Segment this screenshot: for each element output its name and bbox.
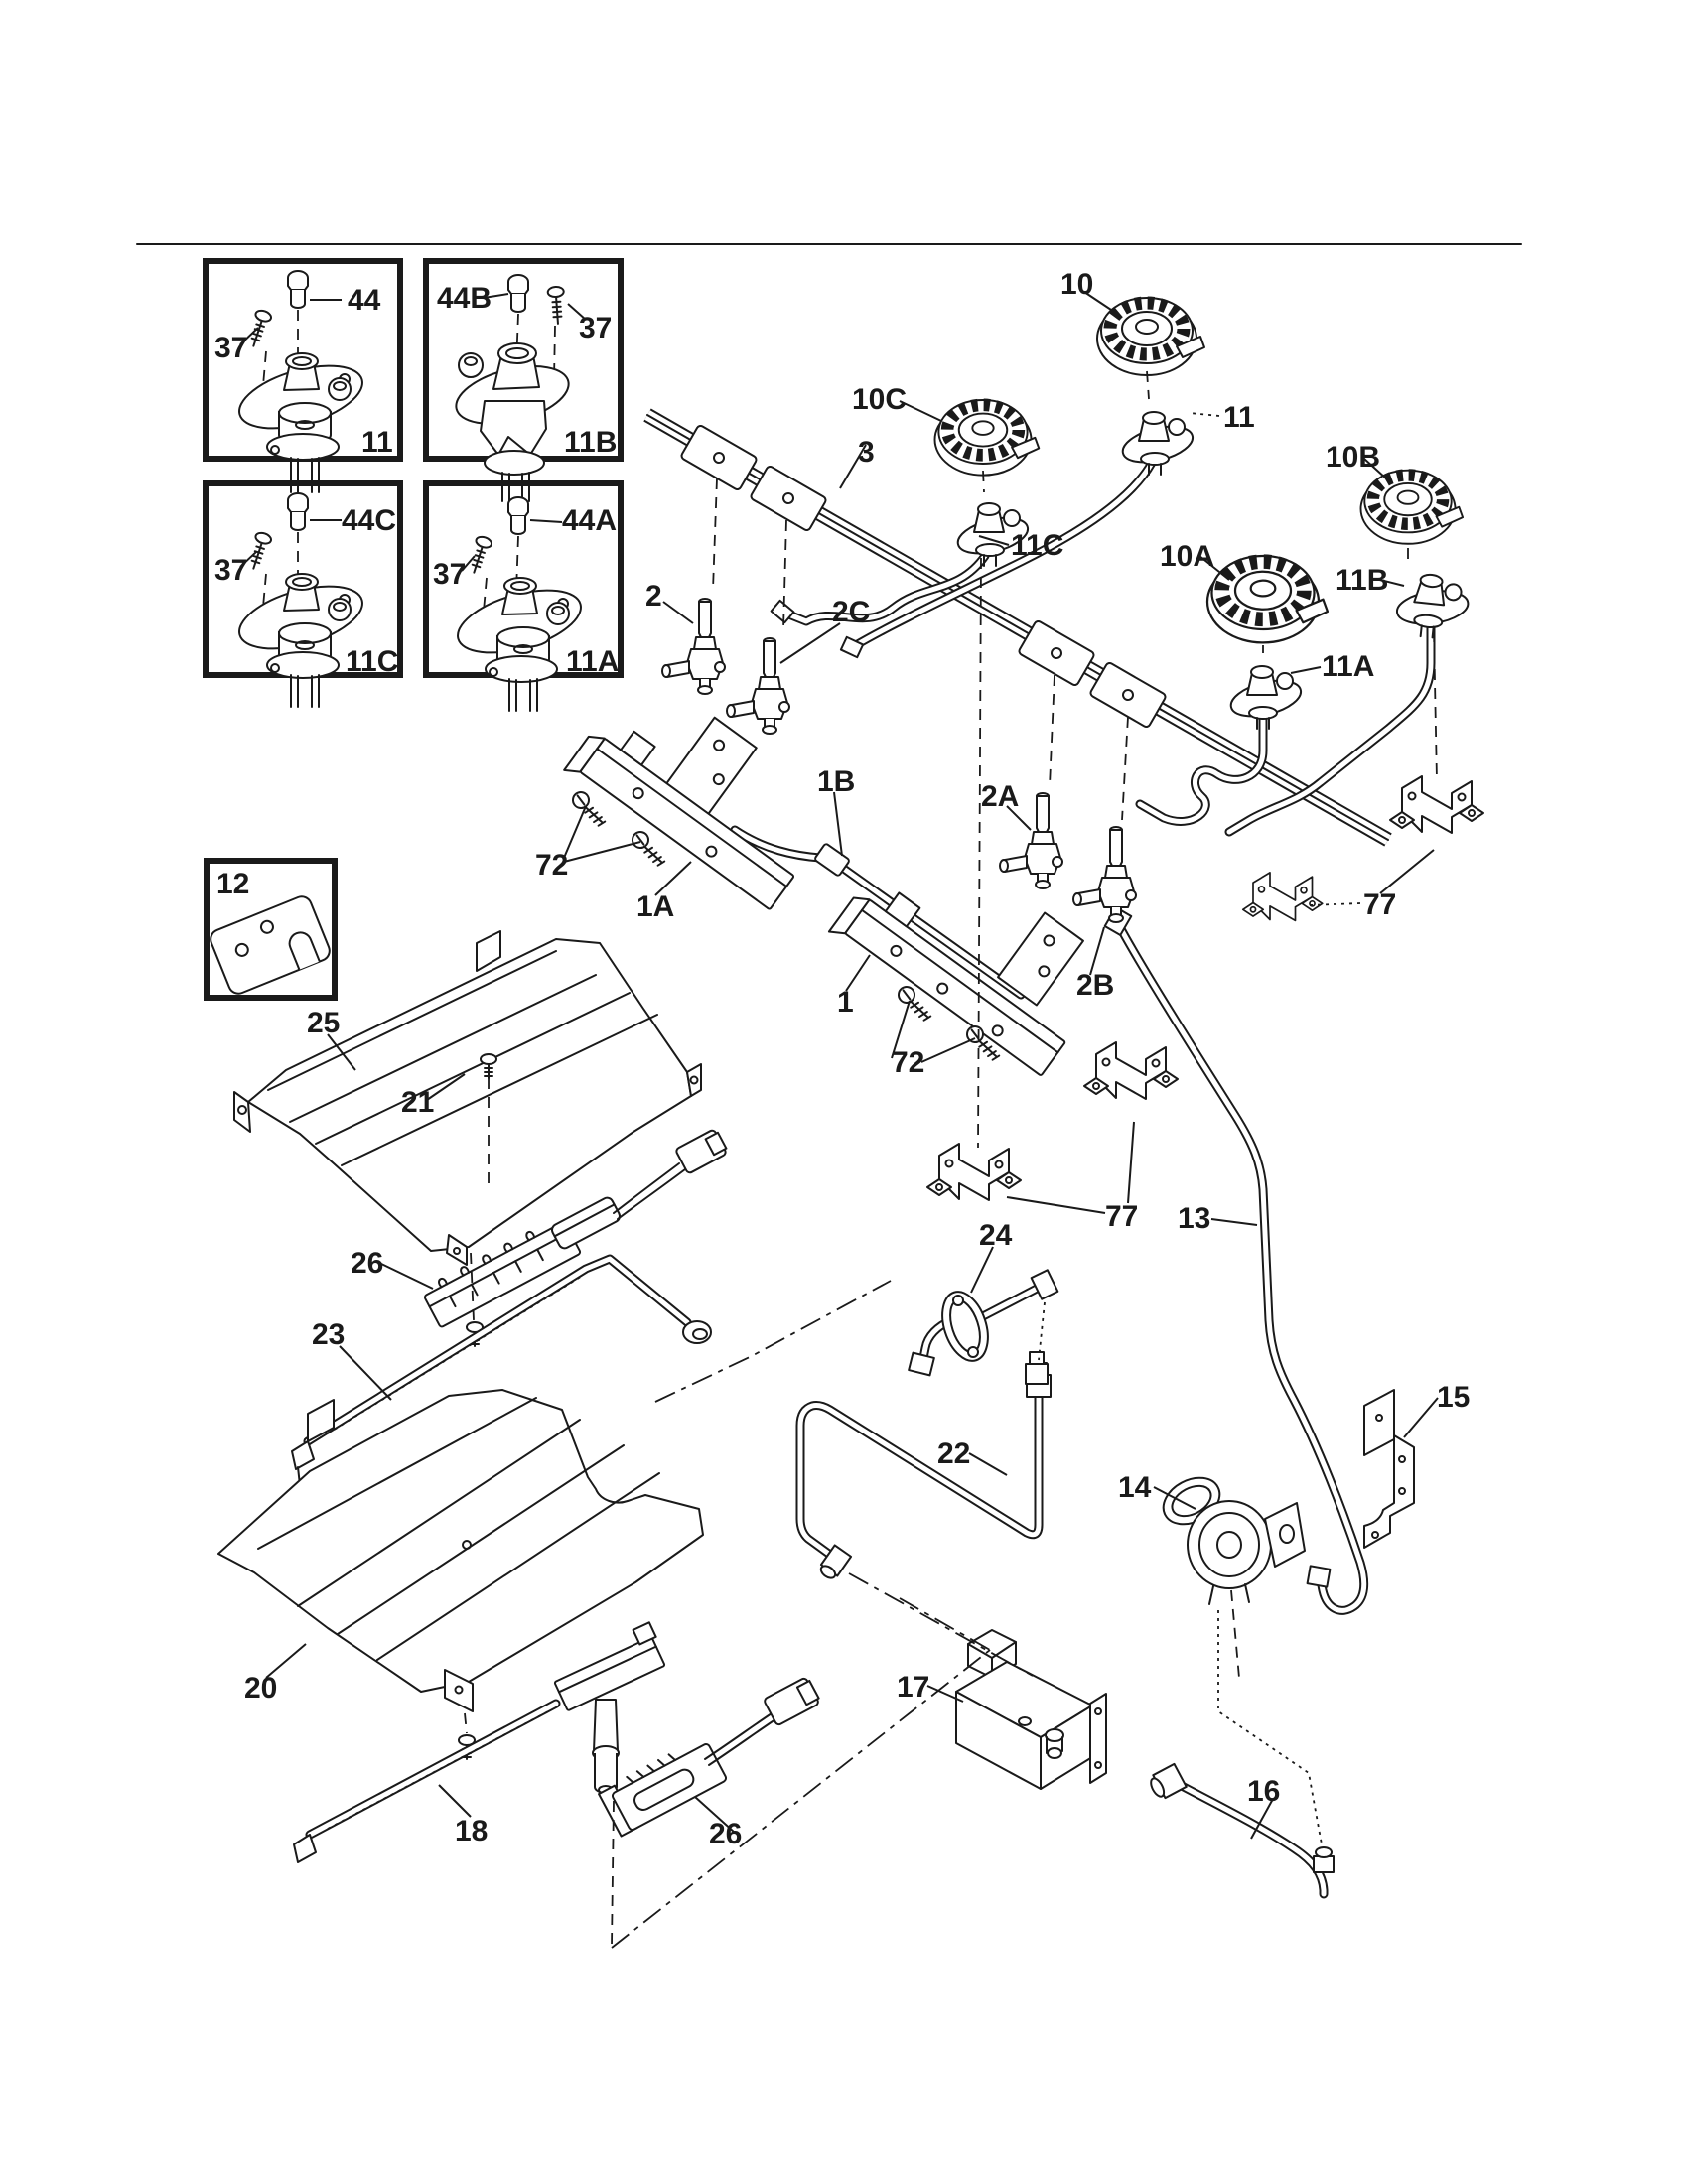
callout-1a: 1A xyxy=(636,890,674,923)
callout-72b: 72 xyxy=(892,1046,924,1079)
inset-11a-callout-37: 37 xyxy=(433,558,466,591)
tube-22 xyxy=(795,1362,1052,1579)
callout-1: 1 xyxy=(837,986,854,1019)
inset-box-11a xyxy=(423,480,624,712)
callout-25: 25 xyxy=(307,1007,340,1039)
callout-11b: 11B xyxy=(1336,564,1388,597)
manifold-1a xyxy=(563,716,795,910)
callout-10a: 10A xyxy=(1160,540,1214,573)
callout-2c: 2C xyxy=(832,596,870,628)
callout-77b: 77 xyxy=(1105,1200,1138,1233)
callout-13: 13 xyxy=(1178,1202,1210,1235)
igniter-switch-harness-26 xyxy=(423,1053,728,1347)
callout-16: 16 xyxy=(1247,1775,1280,1808)
orifice-holder-11a xyxy=(1226,665,1306,730)
shield-25 xyxy=(233,930,702,1266)
valve-2b xyxy=(1072,826,1137,923)
inset-11b-callout-44b: 44B xyxy=(437,282,492,315)
igniter-26-lower xyxy=(598,1677,820,1838)
tube-3-mounting-blocks xyxy=(680,425,1167,728)
burner-head-10c xyxy=(935,400,1040,476)
inset-11-callout-37: 37 xyxy=(214,332,247,364)
callout-11c: 11C xyxy=(1011,529,1063,562)
callout-2b: 2B xyxy=(1076,969,1114,1002)
inset-11a-callout-44a: 44A xyxy=(562,504,617,537)
inset-11-callout-44: 44 xyxy=(348,284,381,317)
callout-22: 22 xyxy=(937,1437,970,1470)
tube-16 xyxy=(1150,1762,1335,1899)
bracket-15 xyxy=(1363,1389,1415,1549)
callout-24: 24 xyxy=(979,1219,1013,1252)
orifice-holder-11b xyxy=(1389,570,1476,643)
callout-72a: 72 xyxy=(535,849,568,882)
callout-11: 11 xyxy=(1223,401,1255,434)
inset-11c-callout-37: 37 xyxy=(214,554,247,587)
inset-11c-label: 11C xyxy=(346,645,398,678)
callout-20: 20 xyxy=(244,1672,277,1705)
orifice-holder-11 xyxy=(1118,411,1197,476)
spark-module-17 xyxy=(955,1629,1107,1790)
inset-11c-callout-44c: 44C xyxy=(342,504,396,537)
callout-2a: 2A xyxy=(981,780,1019,813)
callout-15: 15 xyxy=(1437,1381,1470,1414)
burner-head-10 xyxy=(1097,298,1204,375)
projection-lines xyxy=(464,370,1438,1949)
callout-1b: 1B xyxy=(817,765,855,798)
callout-11a: 11A xyxy=(1322,650,1374,683)
inset-11-label: 11 xyxy=(361,426,393,459)
inset-11b-label: 11B xyxy=(564,426,617,459)
inset-box-11b xyxy=(423,258,624,502)
inset-12-label: 12 xyxy=(216,868,249,900)
elbow-24 xyxy=(908,1269,1059,1385)
callout-14: 14 xyxy=(1118,1471,1152,1504)
burner-tube-23 xyxy=(291,1254,712,1486)
burner-tube-18 xyxy=(293,1621,666,1863)
burner-head-10b xyxy=(1361,471,1464,544)
pressure-regulator-14 xyxy=(1162,1476,1306,1605)
inset-box-12 xyxy=(204,858,338,1001)
shield-20 xyxy=(217,1389,704,1760)
manifold-1 xyxy=(827,891,1084,1076)
inset-box-11 xyxy=(203,258,403,493)
inset-box-11c xyxy=(203,480,403,708)
callout-21: 21 xyxy=(401,1086,434,1119)
burner-tubes xyxy=(781,458,1436,837)
callout-26b: 26 xyxy=(709,1818,742,1850)
callout-2: 2 xyxy=(645,580,662,613)
callout-10b: 10B xyxy=(1326,441,1380,474)
callout-23: 23 xyxy=(312,1318,345,1351)
inset-11b-callout-37: 37 xyxy=(579,312,612,344)
callout-10: 10 xyxy=(1060,268,1093,301)
callout-17: 17 xyxy=(897,1671,929,1704)
callouts: 10 10C 11 10B 3 10A 11C 11B 2 2C 11A 2A … xyxy=(214,268,1470,1850)
callout-26a: 26 xyxy=(351,1247,383,1280)
callout-18: 18 xyxy=(455,1815,488,1847)
inset-11a-label: 11A xyxy=(566,645,619,678)
tube-13 xyxy=(1103,905,1369,1615)
callout-3: 3 xyxy=(858,436,875,469)
tube-1b xyxy=(730,825,1026,1000)
callout-10c: 10C xyxy=(852,383,907,416)
valve-2 xyxy=(661,598,726,695)
burner-head-10a xyxy=(1207,556,1328,642)
callout-77a: 77 xyxy=(1363,888,1396,921)
leader-lines xyxy=(239,291,1439,1840)
valve-2c xyxy=(726,637,790,735)
